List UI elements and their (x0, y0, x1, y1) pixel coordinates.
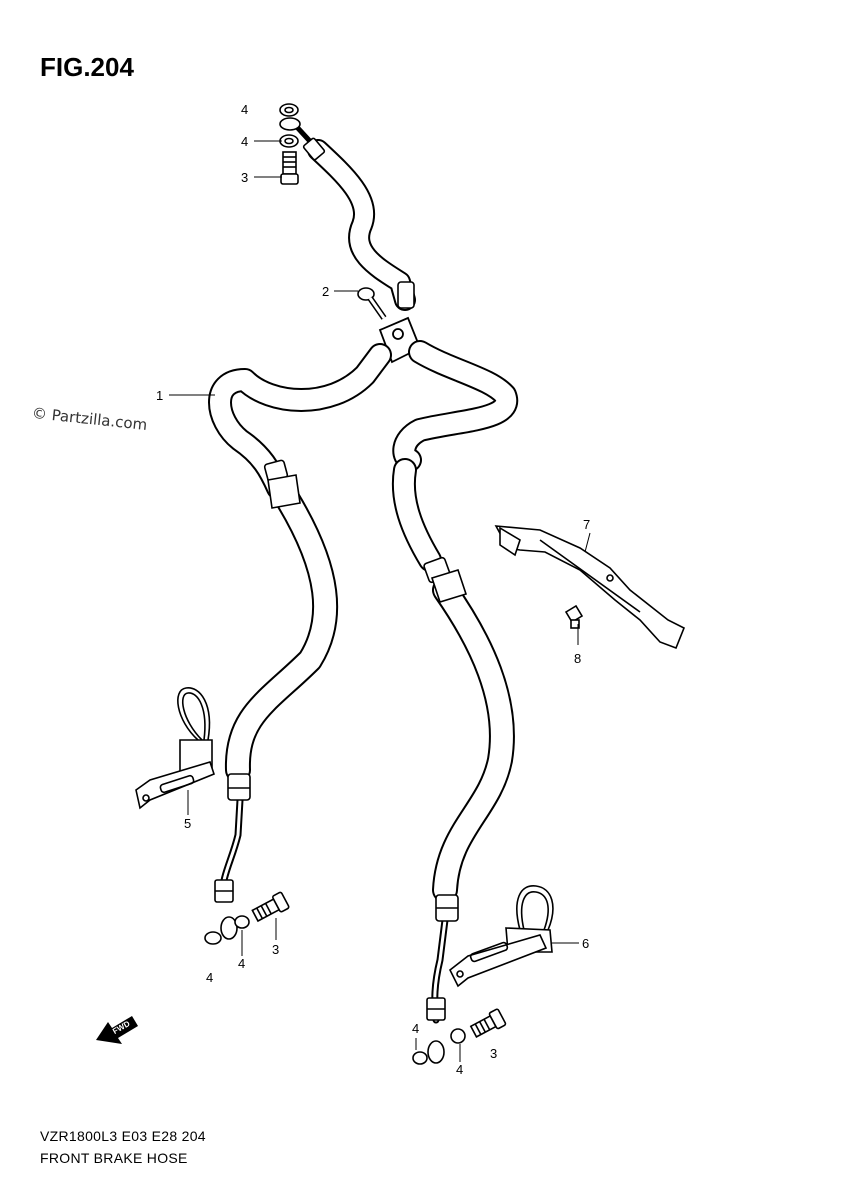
right-banjo (412, 1008, 507, 1065)
clamp-5 (135, 687, 215, 810)
callout-4: 4 (456, 1062, 463, 1077)
callout-3: 3 (272, 942, 279, 957)
left-banjo (204, 891, 290, 945)
left-hose (208, 343, 392, 902)
footer-caption: FRONT BRAKE HOSE (40, 1150, 188, 1166)
left-hose-fittings (214, 459, 301, 903)
junction-bolt (357, 287, 387, 320)
callout-4: 4 (412, 1021, 419, 1036)
callout-4: 4 (241, 102, 248, 117)
callout-7: 7 (583, 517, 590, 532)
upper-hose-fitting (302, 137, 415, 309)
callout-1: 1 (156, 388, 163, 403)
callout-8: 8 (574, 651, 581, 666)
callout-2: 2 (322, 284, 329, 299)
top-washers (279, 103, 301, 148)
callout-4: 4 (206, 970, 213, 985)
clamp-6 (448, 885, 554, 988)
callout-3: 3 (241, 170, 248, 185)
callout-5: 5 (184, 816, 191, 831)
bolt-8 (564, 604, 584, 629)
footer-model-code: VZR1800L3 E03 E28 204 (40, 1128, 206, 1144)
callout-4: 4 (238, 956, 245, 971)
callout-4: 4 (241, 134, 248, 149)
figure-title: FIG.204 (40, 52, 134, 82)
right-hose (391, 340, 518, 1024)
bracket-7 (494, 525, 686, 650)
callout-3: 3 (490, 1046, 497, 1061)
right-hose-fittings (423, 556, 468, 1021)
callout-6: 6 (582, 936, 589, 951)
top-banjo-bolt (280, 151, 299, 185)
leader-lines (169, 140, 591, 1062)
callout-labels: 4 4 3 2 1 7 8 5 3 4 4 6 4 4 3 (156, 102, 590, 1077)
fwd-arrow-icon: FWD (96, 1016, 138, 1044)
